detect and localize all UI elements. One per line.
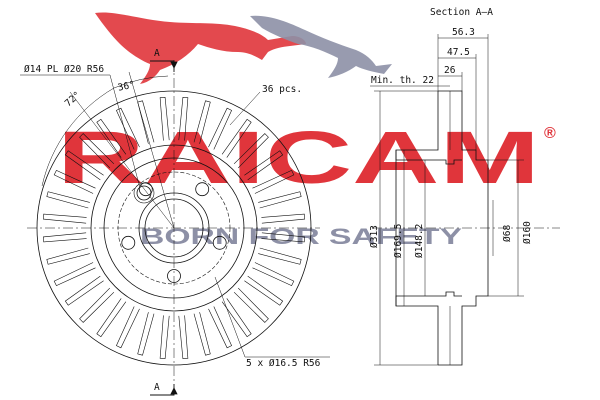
- locating-hole: [136, 185, 152, 201]
- cooling-vent: [193, 312, 211, 356]
- section-marker-top: A: [154, 48, 160, 59]
- leader-bolt-holes: [214, 276, 330, 358]
- cooling-vent: [42, 213, 87, 224]
- cooling-vent: [96, 298, 127, 338]
- bolt-holes: [121, 182, 227, 283]
- cooling-vent: [258, 191, 302, 209]
- locating-hole-counterbore: [133, 182, 155, 204]
- cooling-vent: [137, 312, 155, 356]
- bolt-hole: [195, 182, 210, 197]
- dim-26-label: 26: [444, 65, 456, 76]
- cooling-vent: [42, 232, 87, 243]
- bolt-holes-label: 5 x Ø16.5 R56: [246, 358, 321, 369]
- angle-arc-36: [113, 75, 169, 89]
- dim-160-label: Ø160: [522, 221, 533, 244]
- cooling-vent: [159, 315, 170, 360]
- cooling-vent: [46, 247, 90, 265]
- section-arrowhead-bottom: [170, 387, 178, 395]
- cooling-vent: [53, 262, 96, 286]
- dim-56-3-label: 56.3: [452, 27, 475, 38]
- angle-arc-72: [41, 87, 115, 187]
- front-view: [20, 60, 330, 396]
- section-marker-bottom: A: [154, 382, 160, 393]
- dim-68-label: Ø68: [502, 225, 513, 242]
- section-title: Section A–A: [430, 7, 493, 18]
- cooling-vent: [244, 150, 284, 181]
- pcd-label: Ø14 PL Ø20 R56: [24, 64, 104, 75]
- cooling-vent: [252, 170, 295, 194]
- angle-ray-72: [69, 91, 175, 229]
- cooling-vent: [258, 247, 302, 265]
- cooling-vent: [221, 118, 252, 158]
- leader-vents: [229, 91, 261, 126]
- cooling-vent: [208, 107, 232, 150]
- bolt-hole: [167, 269, 181, 283]
- angle-ray-36: [128, 71, 175, 229]
- cooling-vent: [261, 232, 306, 243]
- bolt-hole: [212, 235, 227, 250]
- registered-mark: ®: [544, 125, 556, 142]
- cooling-vent: [96, 118, 127, 158]
- cooling-vent: [64, 275, 104, 306]
- cooling-vents: [42, 96, 306, 360]
- leader-pcd: [20, 74, 141, 189]
- dim-169-5-label: Ø169.5: [393, 224, 404, 258]
- cooling-vent: [79, 133, 115, 169]
- bolt-hole: [121, 235, 136, 250]
- dim-313-label: Ø313: [369, 225, 380, 248]
- cooling-vent: [79, 287, 115, 323]
- section-profile-lower: [395, 256, 489, 366]
- cooling-vent: [53, 170, 96, 194]
- cooling-vent: [233, 287, 269, 323]
- panther-logo-grey: [250, 15, 392, 79]
- dim-148-2-label: Ø148.2: [414, 224, 425, 258]
- cooling-vent: [252, 262, 295, 286]
- cooling-vent: [116, 306, 140, 349]
- bolt-hole: [138, 182, 153, 197]
- cooling-vent: [137, 100, 155, 144]
- min-thickness-label: Min. th. 22: [371, 75, 434, 86]
- section-arrowhead-top: [170, 61, 178, 69]
- cooling-vent: [233, 133, 269, 169]
- cooling-vent: [178, 96, 189, 141]
- cooling-vent: [159, 96, 170, 141]
- cooling-vent: [208, 306, 232, 349]
- cooling-vent: [178, 315, 189, 360]
- section-view: [370, 34, 560, 366]
- cooling-vent: [116, 107, 140, 150]
- cooling-vent: [64, 150, 104, 181]
- cooling-vent: [244, 275, 284, 306]
- angle-72-label: 72°: [63, 90, 83, 110]
- cooling-vent: [193, 100, 211, 144]
- panther-logo-red: [95, 12, 306, 84]
- angle-36-label: 36°: [117, 79, 136, 93]
- cooling-vent: [261, 213, 306, 224]
- cooling-vent: [46, 191, 90, 209]
- vent-count-label: 36 pcs.: [262, 84, 302, 95]
- dim-47-5-label: 47.5: [447, 47, 470, 58]
- cooling-vent: [221, 298, 252, 338]
